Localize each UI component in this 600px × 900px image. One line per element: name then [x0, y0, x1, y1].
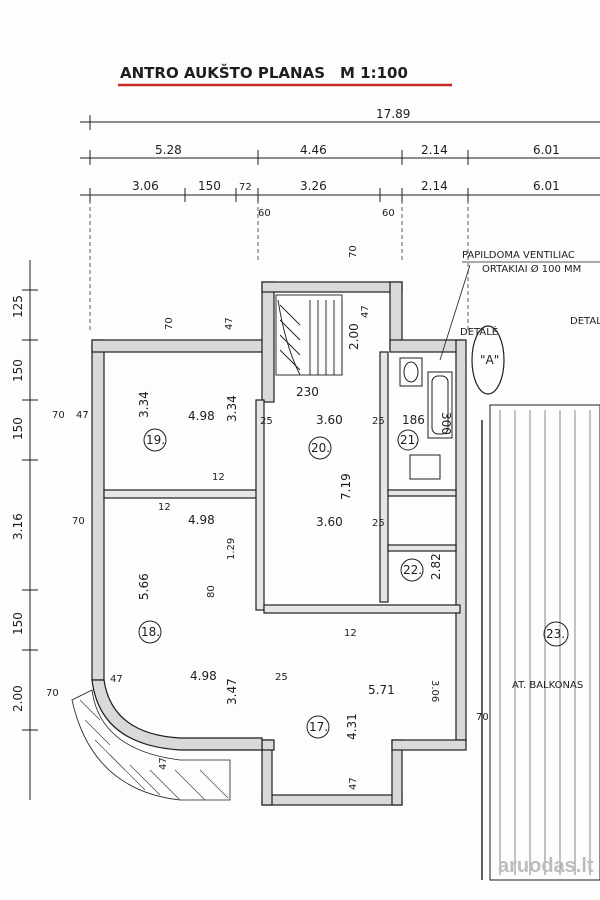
dim-row3-6: 6.01: [533, 179, 560, 193]
top-dimension-lines: [80, 115, 600, 202]
note-ducts: ORTAKIAI Ø 100 MM: [482, 263, 581, 275]
wall-thick-47-c: 47: [360, 305, 371, 318]
dim-row2-2: 4.46: [300, 143, 327, 157]
room-20-dim2: 3.60: [316, 413, 343, 427]
room-20-dim3: 3.60: [316, 515, 343, 529]
dim-left-6: 2.00: [11, 685, 25, 712]
room-19-number: 19.: [146, 433, 165, 447]
room-20-dim1: 7.19: [339, 473, 353, 500]
room-21-number: 21.: [400, 433, 419, 447]
wall-thick-70-b: 70: [72, 516, 85, 527]
room-17-dim2: 5.71: [368, 683, 395, 697]
dim-overall: 17.89: [376, 107, 410, 121]
wall-thick-70-d: 70: [348, 245, 359, 258]
wall-thick-47-a: 47: [76, 410, 89, 421]
wall-12-b: 12: [158, 502, 171, 513]
note-balcony: AT. BALKONAS: [512, 680, 583, 691]
room-17-dim1: 4.31: [345, 713, 359, 740]
wall-thick-70-c: 70: [46, 688, 59, 699]
room-17-number: 17.: [309, 720, 328, 734]
room-23-number: 23.: [546, 627, 565, 641]
room-18-dim2: 4.98: [190, 669, 217, 683]
dim-left-1: 125: [11, 295, 25, 318]
dim-row3-4: 3.26: [300, 179, 327, 193]
room-18-dim5: 1.29: [226, 538, 237, 560]
dim-left-4: 3.16: [11, 513, 25, 540]
dim-row2-4: 6.01: [533, 143, 560, 157]
room-19-dim2: 4.98: [188, 409, 215, 423]
interior-walls: [103, 351, 461, 614]
curved-bay: [71, 679, 263, 801]
stair-dim-230: 230: [296, 385, 319, 399]
dim-row2-1: 5.28: [155, 143, 182, 157]
room-number-circles: [138, 428, 569, 739]
note-detail-right: DETAL: [570, 316, 600, 327]
room-22-dim1: 2.82: [429, 553, 443, 580]
detale-label: DETALĖ: [460, 325, 498, 338]
wall-thick-47-b: 47: [110, 674, 123, 685]
dim-offset-1: 60: [258, 208, 271, 219]
bathroom-fixtures: [399, 357, 453, 480]
room-20-number: 20.: [311, 441, 330, 455]
dim-row3-3: 72: [239, 182, 252, 193]
wall-12-c: 12: [344, 628, 357, 639]
room-18-dim3: 3.47: [225, 678, 239, 705]
dim-row3-5: 2.14: [421, 179, 448, 193]
room-21-dim1: 186: [402, 413, 425, 427]
dim-offset-2: 60: [382, 208, 395, 219]
staircase: [275, 294, 343, 376]
dim-row3-1: 3.06: [132, 179, 159, 193]
note-ventilation: PAPILDOMA VENTILIAC: [462, 250, 575, 261]
dim-left-3: 150: [11, 417, 25, 440]
room-18-number: 18.: [141, 625, 160, 639]
detail-a-callout: DETALĖ "A": [460, 325, 505, 395]
wall-thick-47-d: 47: [224, 317, 235, 330]
axis-lines: [89, 200, 469, 330]
room-19-dim3: 3.34: [225, 395, 239, 422]
room-17-dim3: 3.06: [429, 680, 440, 702]
dim-row3-2: 150: [198, 179, 221, 193]
room-22-number: 22.: [403, 563, 422, 577]
watermark: aruodas.lt: [498, 855, 594, 877]
wall-thick-70-e: 70: [164, 317, 175, 330]
room-18-dim1: 5.66: [137, 573, 151, 600]
plan-title: ANTRO AUKŠTO PLANAS: [120, 63, 325, 82]
stair-dim-200: 2.00: [347, 323, 361, 350]
wall-25-c: 25: [372, 518, 385, 529]
wall-25-d: 25: [275, 672, 288, 683]
wall-thick-70-a: 70: [52, 410, 65, 421]
wall-thick-70-f: 70: [476, 712, 489, 723]
dim-left-2: 150: [11, 359, 25, 382]
wall-25-b: 25: [372, 416, 385, 427]
wall-thick-47-e: 47: [348, 777, 359, 790]
balcony: [481, 404, 600, 881]
room-19-dim1: 3.34: [137, 391, 151, 418]
left-dimension-lines: [22, 260, 38, 800]
exterior-walls: [91, 281, 467, 806]
room-18-dim4: 80: [206, 585, 217, 598]
wall-thick-47-f: 47: [158, 757, 169, 770]
room-21-dim2: 300: [439, 412, 453, 435]
detale-a-label: "A": [480, 353, 499, 367]
dim-left-5: 150: [11, 612, 25, 635]
room-18-width: 4.98: [188, 513, 215, 527]
dim-row2-3: 2.14: [421, 143, 448, 157]
wall-12-a: 12: [212, 472, 225, 483]
plan-scale: M 1:100: [340, 64, 408, 82]
wall-25-a: 25: [260, 416, 273, 427]
